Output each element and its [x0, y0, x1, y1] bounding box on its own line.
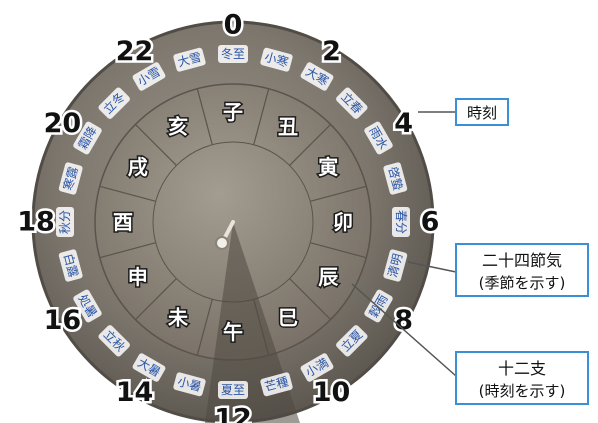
- branch-label: 寅: [318, 155, 338, 179]
- hour-number: 0: [224, 10, 243, 41]
- solar-term: 春分: [392, 207, 410, 237]
- hour-number: 18: [17, 207, 55, 238]
- hour-number: 4: [394, 108, 413, 139]
- branch-label: 巳: [278, 305, 298, 329]
- hour-number: 6: [421, 207, 440, 238]
- branch-label: 辰: [318, 265, 339, 289]
- solar-term-label: 夏至: [221, 383, 245, 397]
- branch-label: 申: [128, 265, 148, 289]
- branch-label: 戌: [128, 155, 148, 179]
- branch-label: 子: [223, 100, 243, 124]
- hour-number: 20: [44, 108, 82, 139]
- solar-term-label: 秋分: [58, 210, 72, 234]
- terms-callout-title: 二十四節気: [482, 251, 562, 270]
- hour-number: 22: [116, 36, 154, 67]
- hour-number: 2: [322, 36, 341, 67]
- solar-term: 秋分: [56, 207, 74, 237]
- solar-term-label: 冬至: [221, 46, 245, 61]
- terms-callout: 二十四節気 (季節を示す): [456, 244, 588, 296]
- hour-number: 14: [116, 377, 154, 408]
- hour-number: 8: [394, 305, 413, 336]
- time-callout-text: 時刻: [467, 104, 497, 122]
- solar-term: 冬至: [218, 45, 248, 63]
- solar-term-label: 春分: [394, 210, 408, 234]
- gnomon-pin: [216, 237, 228, 249]
- branch-label: 丑: [278, 115, 298, 139]
- hour-number: 16: [44, 305, 82, 336]
- terms-callout-subtitle: (季節を示す): [479, 274, 566, 292]
- branch-label: 午: [223, 320, 243, 344]
- branches-callout: 十二支 (時刻を示す): [456, 352, 588, 404]
- branch-label: 酉: [113, 210, 133, 234]
- branches-callout-title: 十二支: [498, 359, 546, 378]
- time-callout: 時刻: [456, 99, 508, 125]
- branches-callout-subtitle: (時刻を示す): [479, 382, 566, 400]
- branch-label: 卯: [333, 210, 353, 234]
- solar-term: 夏至: [218, 381, 248, 399]
- branch-label: 亥: [168, 115, 188, 139]
- branch-label: 未: [168, 305, 188, 329]
- hour-number: 10: [313, 377, 351, 408]
- hour-number: 12: [214, 404, 252, 423]
